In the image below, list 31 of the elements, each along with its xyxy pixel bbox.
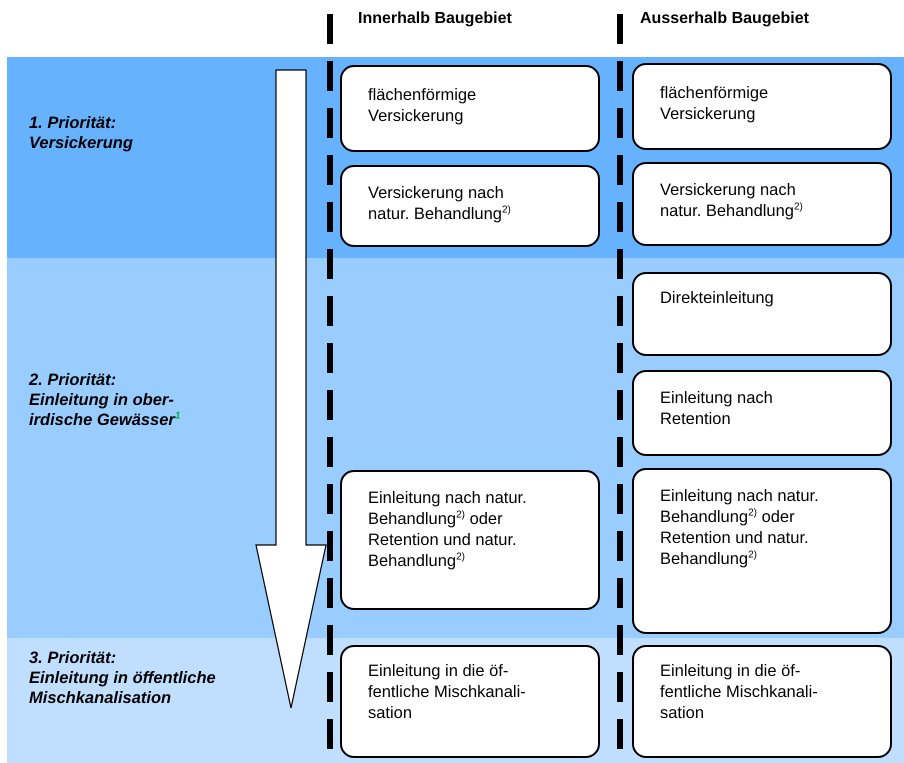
- column-heading: Innerhalb Baugebiet: [358, 10, 512, 28]
- priority-heading: 1. Priorität:: [29, 113, 118, 133]
- measure-text: Einleitung in die öf- fentliche Mischkanali- sation: [368, 661, 527, 724]
- measure-box: [632, 63, 892, 150]
- measure-text: Einleitung nach natur. Behandlung$^{2)}$ oder Retention und natur. Behandlung$^{2)}$: [368, 488, 528, 572]
- measure-box: [340, 165, 600, 247]
- measure-box: [632, 645, 892, 758]
- priority-heading: Versickerung: [29, 133, 134, 153]
- measure-text: flächenförmige Versickerung: [368, 85, 478, 127]
- measure-text: Versickerung nach natur. Behandlung$^{2)}$: [368, 183, 512, 225]
- measure-box: [340, 645, 600, 758]
- measure-text: Einleitung nach natur. Behandlung$^{2)}$ oder Retention und natur. Behandlung$^{2)}$: [660, 486, 820, 570]
- priority-heading: Einleitung in öffentliche Mischkanalisation: [29, 668, 217, 708]
- priority-band: [7, 57, 904, 258]
- priority-band: [7, 638, 904, 763]
- priority-heading: 3. Priorität:: [29, 648, 118, 668]
- measure-text: Direkteinleitung: [660, 288, 775, 309]
- priority-heading: Einleitung in ober- irdische Gewässer$^{1}$: [29, 390, 182, 430]
- measure-text: Versickerung nach natur. Behandlung$^{2)}$: [660, 180, 804, 222]
- measure-box: [632, 370, 892, 456]
- priority-heading: 2. Priorität:: [29, 370, 118, 390]
- measure-box: [632, 162, 892, 246]
- measure-box: [632, 272, 892, 356]
- measure-box: [340, 65, 600, 152]
- measure-box: [340, 470, 600, 610]
- measure-text: Einleitung nach Retention: [660, 388, 774, 430]
- column-heading: Ausserhalb Baugebiet: [640, 10, 809, 28]
- measure-box: [632, 468, 892, 634]
- priority-band: [7, 258, 904, 638]
- measure-text: Einleitung in die öf- fentliche Mischkanali- sation: [660, 661, 819, 724]
- measure-text: flächenförmige Versickerung: [660, 83, 770, 125]
